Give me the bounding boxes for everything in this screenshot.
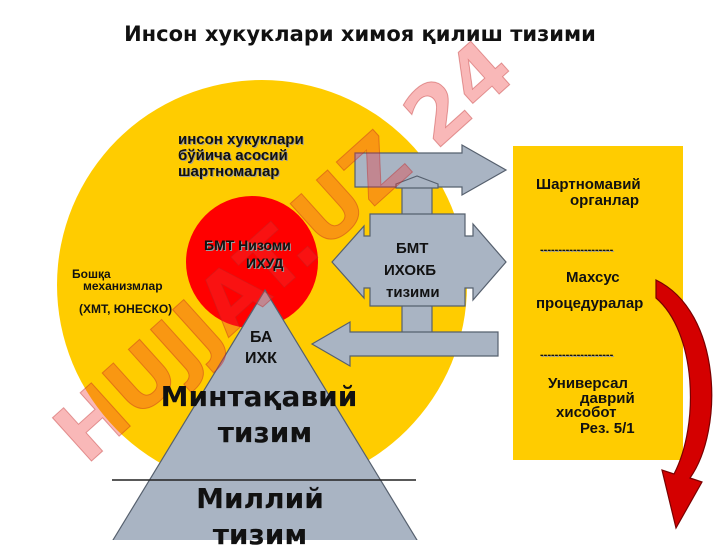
national-system-line1: Миллий — [196, 482, 324, 515]
panel-divider-1: -------------------- — [540, 244, 614, 256]
un-charter-line1: БМТ Низоми — [204, 237, 291, 253]
regional-system-line1: Минтақавий — [160, 380, 358, 413]
center-box-line1: БМТ — [396, 240, 429, 257]
core-treaties-line2: бўйича асосий — [178, 147, 288, 164]
mechanisms-panel — [513, 146, 683, 460]
un-charter-line2: ИХУД — [246, 255, 284, 271]
core-treaties-line3: шартномалар — [178, 163, 280, 180]
ba-ixk-line2: ИХК — [245, 350, 277, 367]
arrow-to-treaty-bodies — [354, 143, 508, 197]
connector-top-cap — [395, 175, 439, 189]
panel-upr-line1: Универсал — [548, 375, 628, 392]
panel-upr-line3: хисобот — [556, 404, 617, 421]
center-double-arrow — [331, 213, 507, 307]
page-title: Инсон хукуклари химоя қилиш тизими — [124, 22, 596, 46]
national-system-line2: тизим — [212, 518, 308, 551]
center-box-line3: тизими — [386, 284, 440, 301]
un-charter-circle — [186, 196, 318, 328]
panel-treaty-bodies-line2: органлар — [570, 192, 640, 209]
center-box-line2: ИХОКБ — [384, 262, 437, 279]
curved-return-arrow — [655, 279, 713, 530]
ba-ixk-line1: БА — [250, 329, 273, 346]
core-treaties-line1: инсон хукуклари — [178, 131, 304, 148]
other-mechanisms-line3: (ХМТ, ЮНЕСКО) — [79, 302, 173, 316]
panel-upr-line4: Рез. 5/1 — [580, 420, 635, 437]
regional-system-line2: тизим — [217, 416, 313, 449]
other-mechanisms-line1: Бошқа — [72, 267, 111, 281]
arrow-from-panel — [310, 320, 499, 368]
panel-divider-2: -------------------- — [540, 349, 614, 361]
panel-special-procedures-line2: процедуралар — [536, 295, 644, 312]
other-mechanisms-line2: механизмлар — [83, 279, 163, 293]
panel-treaty-bodies-line1: Шартномавий — [536, 176, 641, 193]
panel-upr-line2: даврий — [580, 390, 635, 407]
panel-special-procedures-line1: Махсус — [566, 269, 620, 286]
pyramid — [112, 288, 418, 540]
